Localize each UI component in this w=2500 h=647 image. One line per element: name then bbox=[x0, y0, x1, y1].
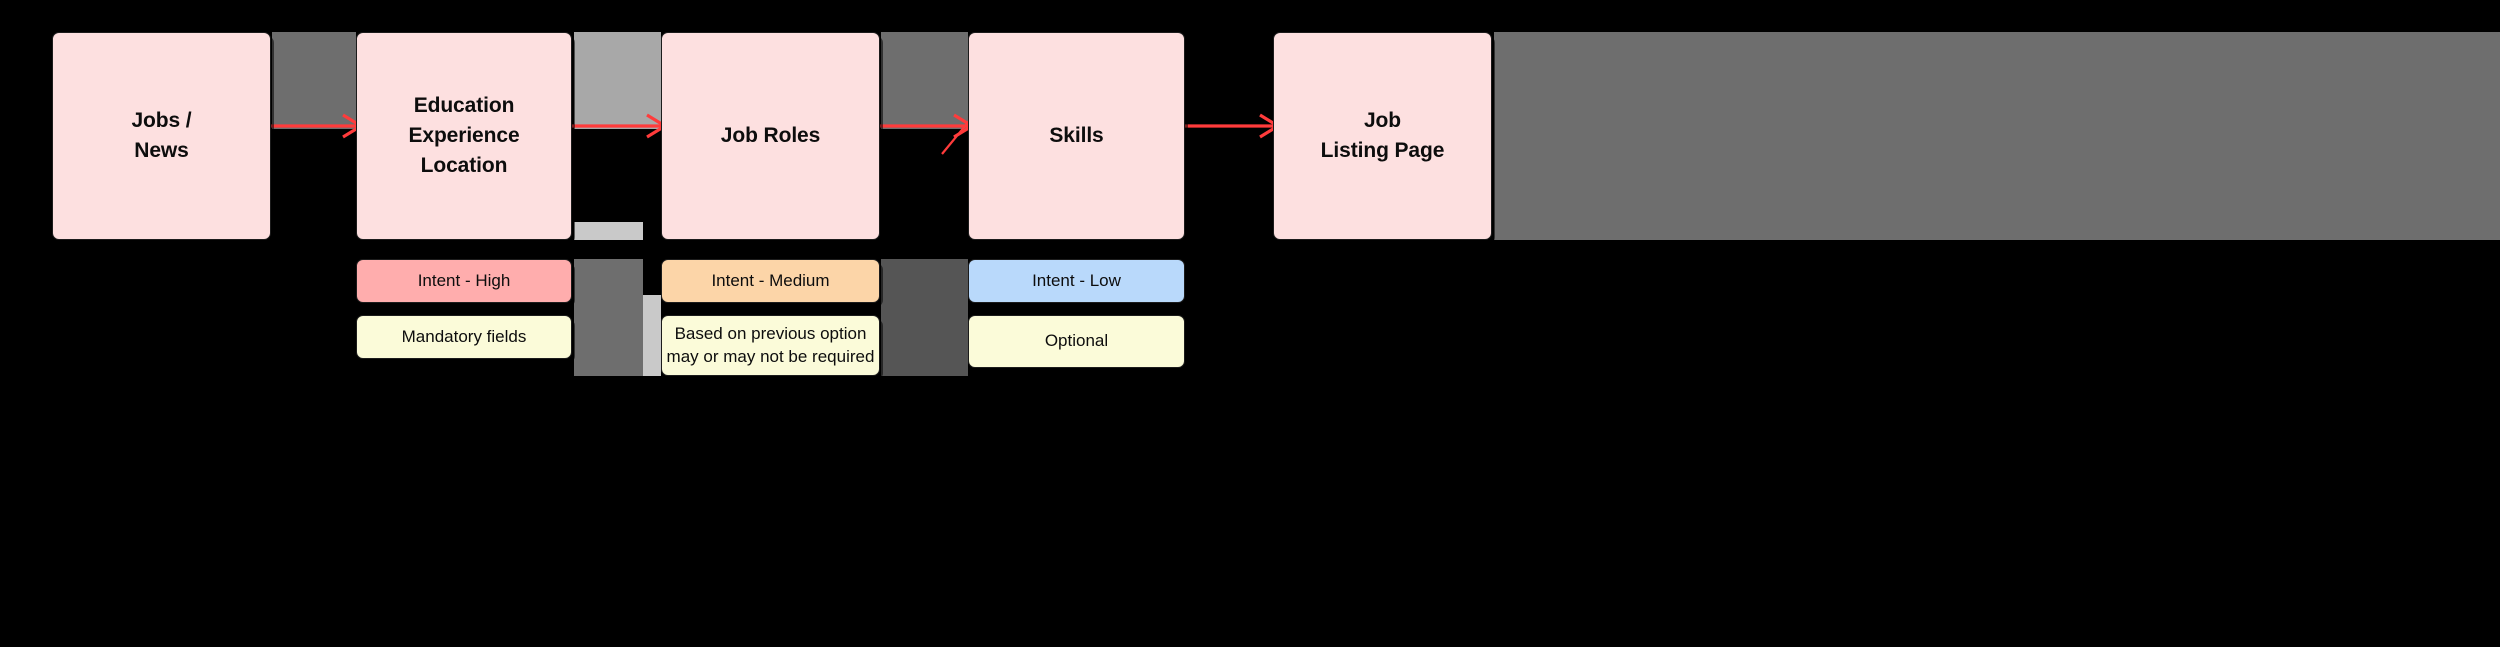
node-label-job-roles: Job Roles bbox=[720, 124, 821, 148]
node-label-job-listing-page: Job Listing Page bbox=[1320, 109, 1445, 162]
chip-label-intent-medium: Intent - Medium bbox=[711, 270, 830, 290]
node-job-roles[interactable]: Job Roles bbox=[661, 32, 880, 240]
node-jobs-news[interactable]: Jobs / News bbox=[52, 32, 271, 240]
artifact-chip-gap-1 bbox=[574, 259, 643, 376]
artifact-chip-gap-1b bbox=[643, 295, 661, 376]
artifact-gap-2-upper bbox=[574, 32, 661, 129]
chip-mandatory-fields[interactable]: Mandatory fields bbox=[356, 315, 572, 359]
node-skills[interactable]: Skills bbox=[968, 32, 1185, 240]
artifact-gap-3-upper bbox=[881, 32, 968, 129]
artifact-gap-2-lower bbox=[574, 222, 643, 240]
node-label-skills: Skills bbox=[1049, 124, 1104, 148]
chip-intent-low[interactable]: Intent - Low bbox=[968, 259, 1185, 303]
chip-optional[interactable]: Optional bbox=[968, 315, 1185, 368]
chip-label-based-on-previous: Based on previous option may or may not … bbox=[666, 323, 875, 366]
artifact-right-edge bbox=[1494, 32, 2500, 240]
node-label-jobs-news: Jobs / News bbox=[131, 109, 192, 162]
chip-label-mandatory-fields: Mandatory fields bbox=[401, 326, 527, 346]
artifact-gap-1-upper bbox=[272, 32, 356, 129]
node-job-listing-page[interactable]: Job Listing Page bbox=[1273, 32, 1492, 240]
node-education[interactable]: Education Experience Location bbox=[356, 32, 572, 240]
artifact-chip-gap-2 bbox=[881, 259, 968, 376]
chip-label-intent-high: Intent - High bbox=[417, 270, 511, 290]
chip-intent-high[interactable]: Intent - High bbox=[356, 259, 572, 303]
node-label-education: Education Experience Location bbox=[408, 94, 520, 177]
chip-based-on-previous[interactable]: Based on previous option may or may not … bbox=[661, 315, 880, 376]
chip-label-intent-low: Intent - Low bbox=[1032, 270, 1121, 290]
chip-label-optional: Optional bbox=[1044, 331, 1109, 351]
chip-intent-medium[interactable]: Intent - Medium bbox=[661, 259, 880, 303]
